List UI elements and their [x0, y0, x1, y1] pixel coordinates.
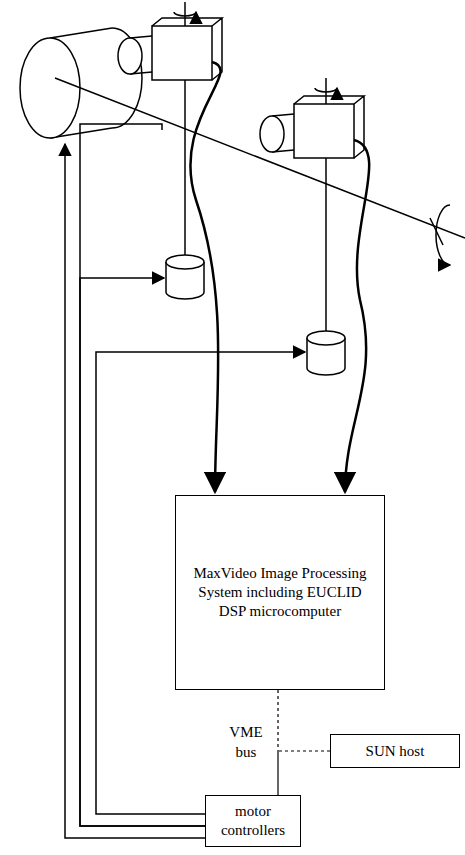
bus-line [278, 751, 330, 795]
box-text: SUN host [366, 742, 425, 761]
processor-box: MaxVideo Image Processing System includi… [175, 495, 385, 690]
box-text: motor controllers [214, 802, 292, 840]
controller-box: motor controllers [205, 795, 301, 847]
box-text: MaxVideo Image Processing System includi… [184, 564, 376, 620]
host-box: SUN host [330, 734, 460, 768]
bus-label: VME bus [222, 723, 270, 762]
